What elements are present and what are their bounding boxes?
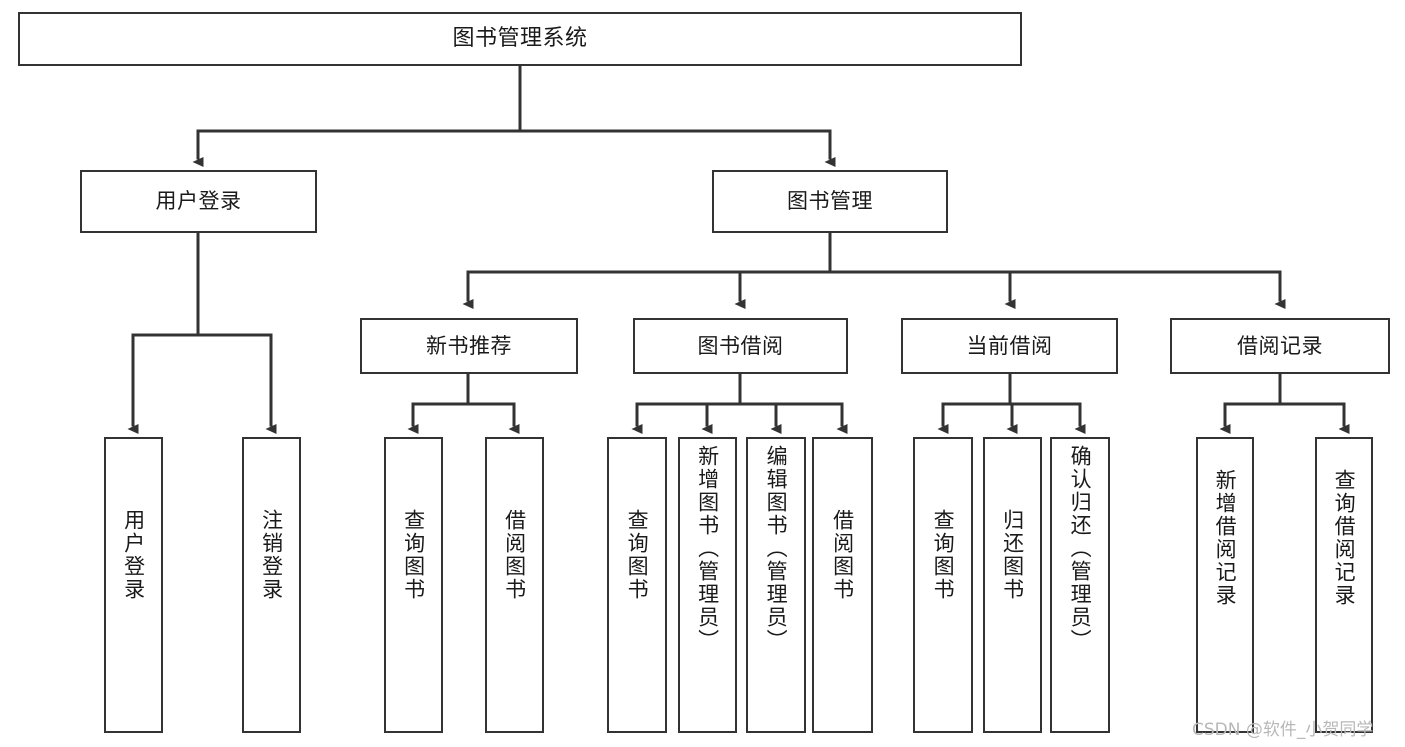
node-borrow-record[interactable]: 借阅记录 bbox=[1170, 318, 1390, 374]
csdn-watermark: CSDN @软件_小贺同学 bbox=[1192, 720, 1374, 740]
node-label: 查询借阅记录 bbox=[1332, 469, 1357, 607]
node-label: 图书管理 bbox=[787, 189, 873, 214]
node-label: 确认归还（管理员） bbox=[1068, 445, 1093, 652]
leaf-query-book-current[interactable]: 查询图书 bbox=[913, 437, 973, 733]
node-label: 查询图书 bbox=[931, 509, 956, 601]
leaf-user-login[interactable]: 用户登录 bbox=[104, 437, 163, 733]
leaf-add-book-admin[interactable]: 新增图书（管理员） bbox=[678, 437, 737, 733]
node-label: 图书借阅 bbox=[697, 333, 784, 358]
leaf-add-borrow-record[interactable]: 新增借阅记录 bbox=[1196, 437, 1254, 733]
leaf-query-book-borrow[interactable]: 查询图书 bbox=[607, 437, 667, 733]
node-current-borrow[interactable]: 当前借阅 bbox=[901, 318, 1118, 374]
node-label: 查询图书 bbox=[625, 509, 650, 601]
node-user-login[interactable]: 用户登录 bbox=[80, 170, 317, 233]
node-book-borrow[interactable]: 图书借阅 bbox=[633, 318, 848, 374]
node-label: 借阅记录 bbox=[1237, 333, 1323, 358]
leaf-logout[interactable]: 注销登录 bbox=[242, 437, 301, 733]
node-label: 编辑图书（管理员） bbox=[764, 445, 789, 652]
node-label: 用户登录 bbox=[121, 509, 146, 601]
leaf-confirm-return-admin[interactable]: 确认归还（管理员） bbox=[1050, 437, 1110, 733]
leaf-return-book[interactable]: 归还图书 bbox=[983, 437, 1042, 733]
leaf-query-book-new[interactable]: 查询图书 bbox=[384, 437, 443, 733]
node-label: 查询图书 bbox=[401, 509, 426, 601]
leaf-query-borrow-record[interactable]: 查询借阅记录 bbox=[1315, 437, 1373, 733]
node-root-system[interactable]: 图书管理系统 bbox=[18, 12, 1022, 66]
node-label: 当前借阅 bbox=[966, 333, 1053, 358]
node-label: 借阅图书 bbox=[830, 509, 855, 601]
node-label: 注销登录 bbox=[259, 509, 284, 601]
node-label: 归还图书 bbox=[1000, 509, 1025, 601]
node-label: 图书管理系统 bbox=[452, 26, 588, 52]
node-new-book-recommend[interactable]: 新书推荐 bbox=[360, 318, 578, 374]
node-label: 新书推荐 bbox=[426, 333, 512, 358]
node-label: 新增图书（管理员） bbox=[695, 445, 720, 652]
node-book-management[interactable]: 图书管理 bbox=[712, 170, 948, 233]
node-label: 借阅图书 bbox=[502, 509, 527, 601]
node-label: 用户登录 bbox=[155, 189, 242, 214]
leaf-borrow-book-new[interactable]: 借阅图书 bbox=[485, 437, 544, 733]
leaf-borrow-book[interactable]: 借阅图书 bbox=[812, 437, 873, 733]
leaf-edit-book-admin[interactable]: 编辑图书（管理员） bbox=[746, 437, 806, 733]
node-label: 新增借阅记录 bbox=[1213, 469, 1238, 607]
